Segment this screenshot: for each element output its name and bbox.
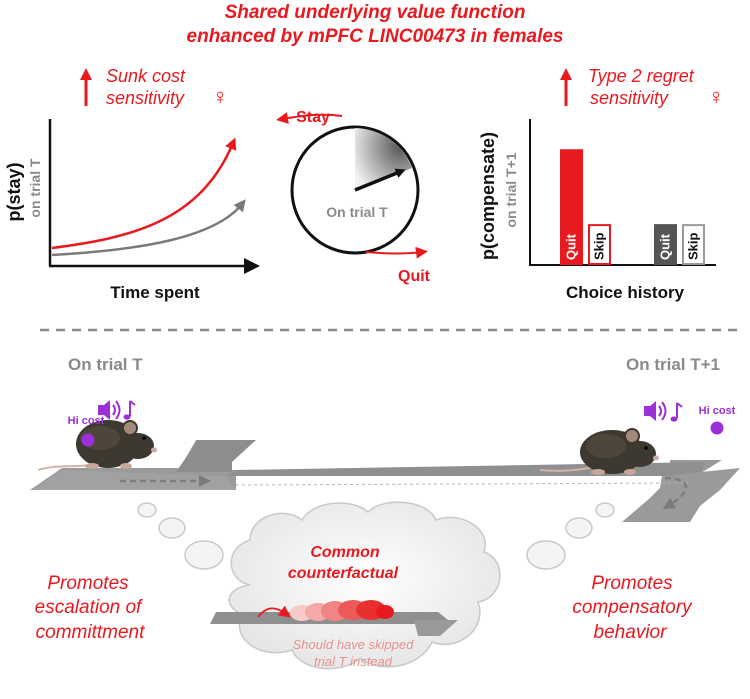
x-axis-arrowhead-icon <box>244 258 260 274</box>
music-note-right-icon <box>670 402 683 422</box>
regret-heading-line-1: Type 2 regret <box>588 66 695 86</box>
sunk-cost-y-sublabel: on trial T <box>27 158 43 218</box>
bar-2 <box>588 224 611 265</box>
sunk-cost-y-label: p(stay) <box>4 162 24 221</box>
left-effect-line-3: committment <box>36 622 145 643</box>
title-line-2: enhanced by mPFC LINC00473 in females <box>187 26 564 47</box>
sunk-cost-x-label: Time spent <box>110 283 200 302</box>
sunk-cost-heading-line-1: Sunk cost <box>106 66 186 86</box>
hi-cost-right-label: Hi cost <box>699 405 736 417</box>
speaker-left-icon <box>98 400 121 420</box>
curve-grey <box>51 199 246 257</box>
trial-t1-label: On trial T+1 <box>626 355 720 374</box>
cloud-title-line-2: counterfactual <box>288 565 399 582</box>
regret-heading-line-2: sensitivity <box>590 88 669 108</box>
hi-cost-left-label: Hi cost <box>68 415 105 427</box>
cloud-caption-line-1: Should have skipped <box>293 637 414 652</box>
quit-arrow <box>365 246 428 259</box>
stay-label: Stay <box>296 109 330 126</box>
maze-track <box>30 440 740 522</box>
music-note-left-icon <box>123 400 136 420</box>
bar-label-3: Quit <box>658 233 673 260</box>
curve-female-red <box>51 137 237 250</box>
sunk-cost-heading-line-2: sensitivity <box>106 88 185 108</box>
counterfactual-cloud: Common counterfactual Should have skippe… <box>210 501 501 670</box>
bar-3 <box>654 224 677 265</box>
regret-y-label: p(compensate) <box>478 132 498 260</box>
regret-panel: Type 2 regret sensitivity ♀ p(compensate… <box>478 66 725 302</box>
decision-clock: Stay On trial T Quit <box>276 109 431 285</box>
left-effect-text: Promotes escalation of committment <box>35 573 145 643</box>
bar-label-4: Skip <box>686 232 701 260</box>
speaker-right-icon <box>644 401 667 421</box>
right-effect-line-2: compensatory <box>572 597 693 618</box>
hi-cost-left-dot <box>81 433 95 447</box>
clock-label: On trial T <box>326 204 388 220</box>
mouse-right-icon <box>539 428 659 475</box>
clock-hand <box>354 168 406 192</box>
ghost-mice-icon <box>290 600 394 621</box>
mouse-left-icon <box>37 420 157 471</box>
thought-puffs <box>137 502 615 570</box>
left-effect-line-2: escalation of <box>35 597 143 618</box>
bar-1 <box>560 149 583 266</box>
left-effect-line-1: Promotes <box>47 573 129 594</box>
regret-x-label: Choice history <box>566 283 685 302</box>
quit-label: Quit <box>398 268 431 285</box>
right-effect-line-1: Promotes <box>591 573 673 594</box>
right-effect-text: Promotes compensatory behavior <box>572 573 693 643</box>
bar-4 <box>682 224 705 265</box>
bar-label-2: Skip <box>592 232 607 260</box>
title-line-1: Shared underlying value function <box>225 2 526 23</box>
stay-arrow <box>276 112 343 124</box>
regret-y-sublabel: on trial T+1 <box>503 152 519 227</box>
elapsed-time-wedge <box>355 128 412 190</box>
right-effect-line-3: behavior <box>594 622 668 643</box>
regret-bars: Quit Skip Quit Skip <box>560 149 705 266</box>
female-symbol-icon: ♀ <box>212 84 229 109</box>
trial-t-label: On trial T <box>68 355 143 374</box>
bar-label-1: Quit <box>564 233 579 260</box>
female-symbol-icon: ♀ <box>708 84 725 109</box>
cloud-caption-line-2: trial T instead <box>314 654 393 669</box>
cloud-title-line-1: Common <box>310 544 380 561</box>
sunk-cost-panel: Sunk cost sensitivity ♀ p(stay) on trial… <box>4 66 260 302</box>
hi-cost-right-dot <box>710 421 724 435</box>
